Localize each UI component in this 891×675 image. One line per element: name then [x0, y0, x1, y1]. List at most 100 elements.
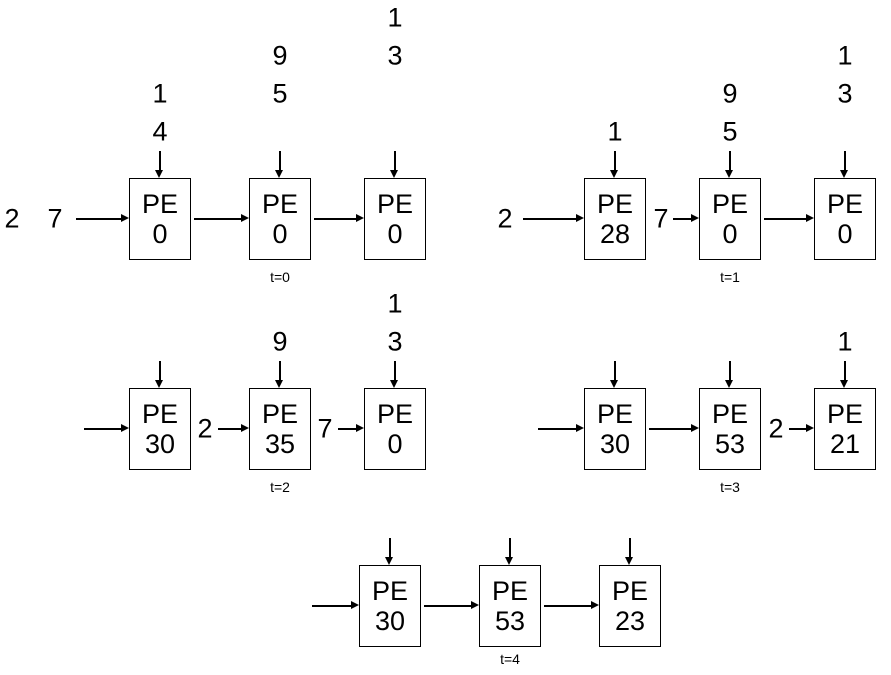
pe-accumulator: 30 [374, 606, 406, 636]
pe-label: PE [376, 188, 414, 219]
right-arrow [544, 602, 599, 608]
down-arrow [841, 361, 847, 388]
time-label: t=4 [500, 651, 520, 667]
down-arrow [626, 538, 632, 565]
pe-box: PE 0 [129, 178, 191, 260]
pe-label: PE [826, 398, 864, 429]
right-arrow [76, 215, 129, 221]
input-value: 2 [4, 203, 20, 234]
input-value: 4 [152, 116, 168, 147]
right-arrow [314, 215, 364, 221]
right-arrow [424, 602, 479, 608]
right-arrow [673, 215, 699, 221]
input-value: 1 [387, 288, 403, 319]
down-arrow [726, 151, 732, 178]
down-arrow [611, 361, 617, 388]
input-value: 1 [152, 78, 168, 109]
input-value: 1 [387, 2, 403, 33]
transit-value: 2 [768, 413, 784, 444]
pe-label: PE [611, 575, 649, 606]
down-arrow [156, 151, 162, 178]
input-value: 9 [722, 78, 738, 109]
right-arrow [218, 425, 249, 431]
pe-box: PE 30 [359, 565, 421, 647]
down-arrow [276, 151, 282, 178]
pe-label: PE [261, 188, 299, 219]
input-value: 1 [607, 116, 623, 147]
pe-accumulator: 53 [714, 429, 746, 459]
pe-accumulator: 0 [722, 219, 738, 249]
pe-accumulator: 0 [387, 219, 403, 249]
pe-box: PE 35 [249, 388, 311, 470]
time-label: t=3 [720, 479, 740, 495]
input-value: 7 [47, 203, 63, 234]
pe-label: PE [141, 398, 179, 429]
input-value: 5 [272, 78, 288, 109]
pe-accumulator: 28 [599, 219, 631, 249]
pe-box: PE 30 [584, 388, 646, 470]
pe-label: PE [596, 188, 634, 219]
pe-accumulator: 23 [614, 606, 646, 636]
right-arrow [764, 215, 814, 221]
pe-label: PE [371, 575, 409, 606]
input-value: 9 [272, 326, 288, 357]
down-arrow [726, 361, 732, 388]
pe-accumulator: 53 [494, 606, 526, 636]
transit-value: 7 [317, 413, 333, 444]
pe-label: PE [826, 188, 864, 219]
time-label: t=2 [270, 479, 290, 495]
pe-label: PE [711, 398, 749, 429]
right-arrow [338, 425, 364, 431]
pe-accumulator: 30 [144, 429, 176, 459]
pe-box: PE 0 [814, 178, 876, 260]
time-label: t=1 [720, 269, 740, 285]
right-arrow [523, 215, 584, 221]
input-value: 3 [387, 40, 403, 71]
pe-accumulator: 35 [264, 429, 296, 459]
right-arrow [649, 425, 699, 431]
pe-label: PE [261, 398, 299, 429]
pe-box: PE 0 [364, 178, 426, 260]
pe-accumulator: 0 [387, 429, 403, 459]
transit-value: 7 [653, 203, 669, 234]
pe-label: PE [141, 188, 179, 219]
pe-label: PE [711, 188, 749, 219]
right-arrow [789, 425, 814, 431]
pe-label: PE [491, 575, 529, 606]
down-arrow [391, 361, 397, 388]
pe-box: PE 28 [584, 178, 646, 260]
right-arrow [312, 602, 359, 608]
pe-accumulator: 0 [272, 219, 288, 249]
pe-box: PE 0 [249, 178, 311, 260]
down-arrow [386, 538, 392, 565]
down-arrow [506, 538, 512, 565]
pe-accumulator: 30 [599, 429, 631, 459]
input-value: 1 [837, 326, 853, 357]
down-arrow [391, 151, 397, 178]
pe-box: PE 21 [814, 388, 876, 470]
pe-box: PE 0 [364, 388, 426, 470]
down-arrow [611, 151, 617, 178]
time-label: t=0 [270, 269, 290, 285]
right-arrow [84, 425, 129, 431]
pe-accumulator: 0 [152, 219, 168, 249]
right-arrow [538, 425, 584, 431]
down-arrow [156, 361, 162, 388]
pe-box: PE 30 [129, 388, 191, 470]
input-value: 2 [497, 203, 513, 234]
input-value: 3 [837, 78, 853, 109]
pe-accumulator: 0 [837, 219, 853, 249]
pe-label: PE [376, 398, 414, 429]
down-arrow [841, 151, 847, 178]
down-arrow [276, 361, 282, 388]
pe-box: PE 23 [599, 565, 661, 647]
input-value: 9 [272, 40, 288, 71]
transit-value: 2 [197, 413, 213, 444]
pe-box: PE 53 [699, 388, 761, 470]
pe-box: PE 0 [699, 178, 761, 260]
input-value: 1 [837, 40, 853, 71]
input-value: 3 [387, 326, 403, 357]
right-arrow [194, 215, 249, 221]
input-value: 5 [722, 116, 738, 147]
